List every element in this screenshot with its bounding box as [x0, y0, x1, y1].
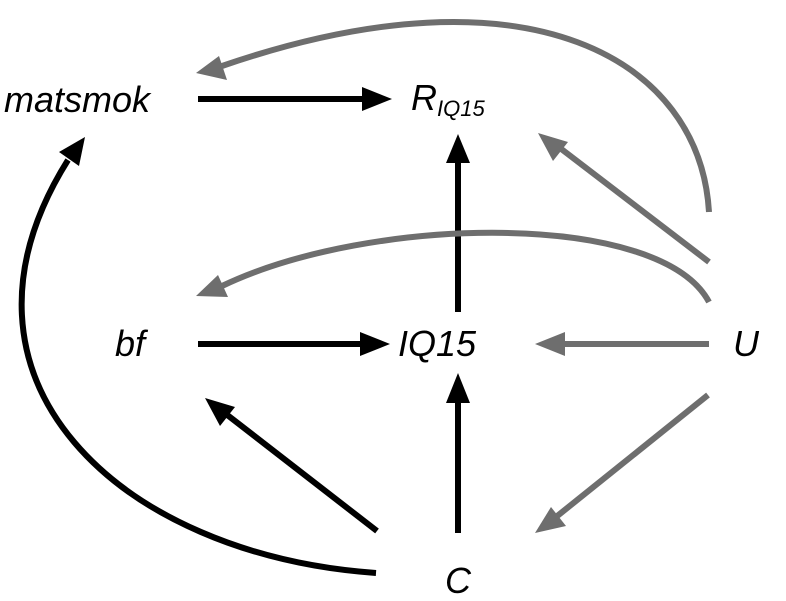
node-iq15: IQ15 [398, 326, 476, 362]
arrowhead-iq15-to-riq15 [446, 134, 470, 163]
arrowhead-c-to-matsmok [59, 137, 85, 166]
arrowhead-matsmok-to-riq15 [362, 87, 392, 111]
node-riq15-label: R [411, 77, 437, 118]
node-u: U [733, 326, 759, 362]
arrowhead-c-to-bf [205, 398, 235, 426]
arrowhead-u-to-matsmok [196, 56, 227, 80]
node-bf-label: bf [115, 323, 146, 364]
node-c: C [445, 563, 471, 599]
arrowhead-u-to-iq15 [535, 332, 565, 356]
node-c-label: C [445, 560, 471, 601]
arrowhead-u-to-bf [196, 275, 228, 297]
edge-c-to-bf [224, 411, 379, 534]
node-riq15-subscript: IQ15 [437, 96, 485, 121]
node-riq15: RIQ15 [411, 80, 485, 120]
node-bf: bf [115, 326, 145, 362]
node-matsmok: matsmok [4, 82, 150, 118]
edge-u-to-matsmok [221, 19, 712, 213]
arrowhead-c-to-iq15 [446, 373, 470, 403]
edge-c-to-matsmok [18, 158, 377, 576]
node-iq15-label: IQ15 [398, 323, 477, 364]
arrowhead-bf-to-iq15 [360, 332, 390, 356]
edge-u-to-bf [220, 229, 712, 304]
node-u-label: U [733, 323, 759, 364]
arrowhead-u-to-riq15 [538, 133, 568, 161]
node-matsmok-label: matsmok [4, 79, 151, 120]
arrowhead-u-to-c [535, 507, 566, 533]
edge-u-to-c [554, 392, 710, 520]
edge-u-to-riq15 [558, 145, 711, 265]
